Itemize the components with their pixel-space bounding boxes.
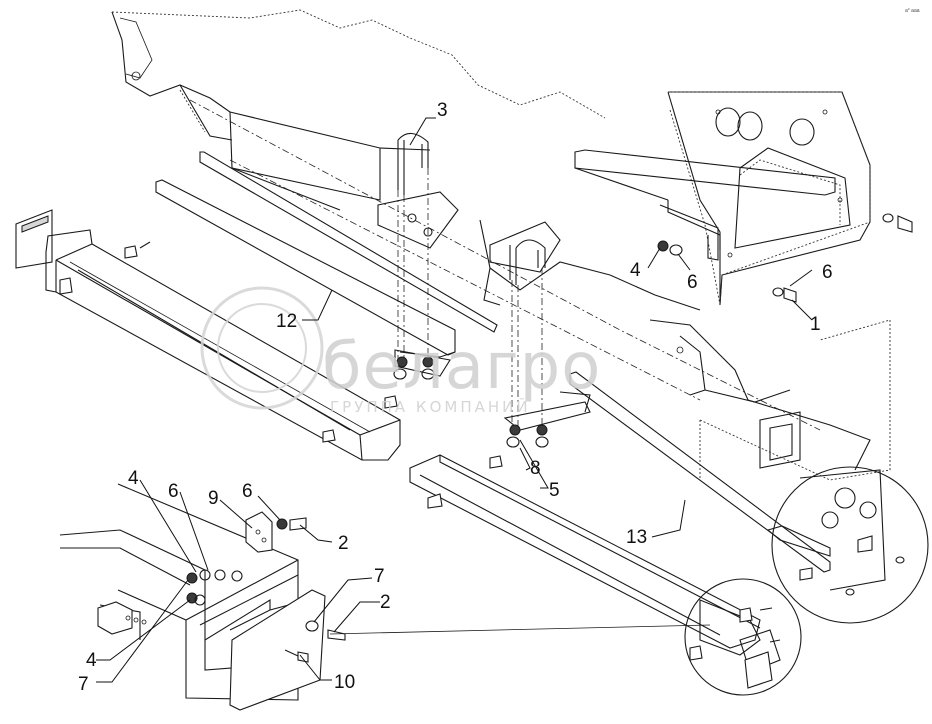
callout-1: 1: [810, 314, 821, 335]
side-plate-upper: [667, 91, 871, 306]
bracket-9: [245, 511, 307, 553]
long-bar-13: [559, 371, 831, 573]
u-bolt-assembly-left: [377, 132, 459, 380]
callout-6: 6: [168, 481, 179, 502]
corner-mark: a° aaa: [905, 8, 920, 14]
callout-5: 5: [549, 480, 560, 501]
box-beam-right: [409, 454, 761, 649]
callout-12: 12: [276, 311, 297, 332]
callout-4: 4: [128, 468, 139, 489]
callout-4: 4: [630, 260, 641, 281]
leader-lines: [96, 117, 813, 683]
callout-8: 8: [530, 458, 541, 479]
detail-circle-beam-end: [684, 578, 802, 696]
watermark: белагро ГРУППА КОМПАНИЙ: [200, 286, 601, 416]
callout-6: 6: [687, 272, 698, 293]
u-bolt-assembly-right: [489, 221, 591, 448]
callout-10: 10: [334, 672, 355, 693]
callout-2: 2: [338, 533, 349, 554]
bolt-upper-right: [772, 213, 913, 303]
side-plate-lower: [649, 319, 891, 481]
callout-3: 3: [437, 100, 448, 121]
callout-7: 7: [374, 566, 385, 587]
end-plate-10: [229, 589, 711, 711]
detail-circle-right: [766, 466, 929, 624]
callout-13: 13: [626, 527, 647, 548]
watermark-brand: белагро: [322, 330, 601, 404]
callout-labels: 3 4 6 6 1 12 8 5 13 4 6 9 6 2 7 2 4 7 10: [78, 100, 833, 695]
callout-6: 6: [242, 481, 253, 502]
callout-7: 7: [78, 674, 89, 695]
callout-9: 9: [208, 488, 219, 509]
box-beam-left: [15, 209, 401, 461]
watermark-subtitle: ГРУППА КОМПАНИЙ: [330, 397, 531, 416]
callout-6: 6: [822, 262, 833, 283]
callout-2: 2: [380, 592, 391, 613]
callout-4: 4: [86, 650, 97, 671]
main-frame: [111, 9, 821, 431]
short-bracket-rail: [574, 149, 836, 261]
